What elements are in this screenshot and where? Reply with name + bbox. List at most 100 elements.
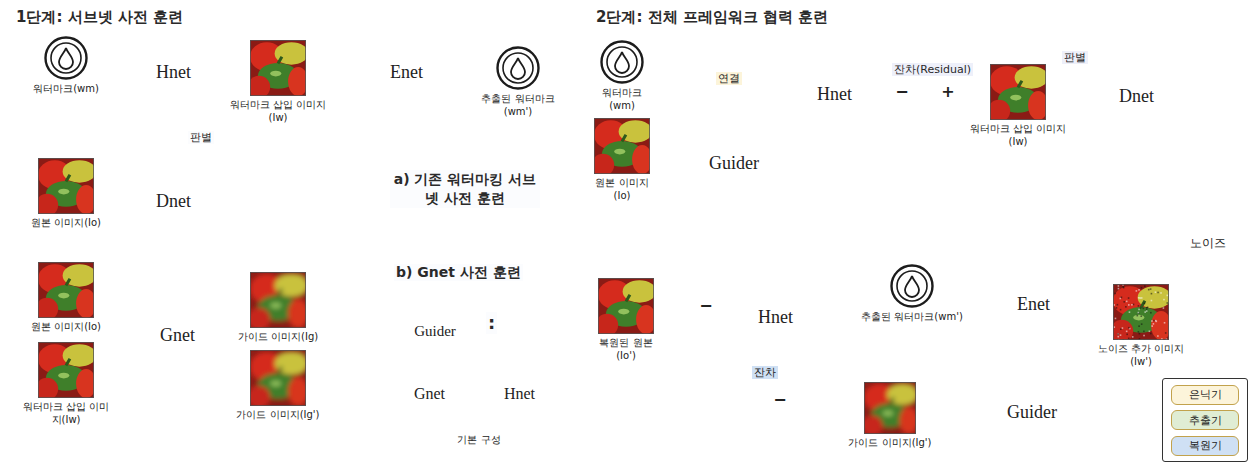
flow-arrow bbox=[654, 305, 695, 307]
layer-rect bbox=[497, 374, 543, 414]
network-label: Dnet bbox=[156, 192, 191, 212]
image-frame bbox=[864, 382, 915, 433]
pepper-shape bbox=[618, 309, 629, 315]
noise-speck bbox=[1123, 301, 1125, 303]
pepper-shape bbox=[1133, 315, 1144, 321]
noise-speck bbox=[1114, 293, 1116, 295]
pepper-image bbox=[594, 118, 650, 174]
noise-speck bbox=[1163, 299, 1165, 301]
flow-arrow bbox=[216, 377, 250, 379]
noise-speck bbox=[1138, 309, 1140, 311]
watermark-icon: 추출된 워터마크(wm') bbox=[890, 264, 934, 308]
flow-arrow bbox=[208, 67, 250, 69]
noise-speck bbox=[1141, 287, 1143, 289]
layer-rect bbox=[152, 283, 210, 383]
layer-rect bbox=[149, 44, 199, 102]
noise-speck bbox=[1155, 291, 1157, 293]
pepper-shape bbox=[990, 100, 1010, 120]
pepper-image bbox=[990, 64, 1046, 120]
legend-text: 복원기 bbox=[1189, 440, 1222, 451]
pepper-shape bbox=[1010, 95, 1021, 101]
noise-speck bbox=[1151, 320, 1153, 322]
image-tile: 가이드 이미지(Ig) bbox=[250, 272, 306, 328]
pepper-image bbox=[38, 158, 94, 214]
noise-speck bbox=[1116, 307, 1118, 309]
noise-speck bbox=[1122, 327, 1124, 329]
image-frame bbox=[38, 262, 93, 317]
operator-circle: − bbox=[695, 295, 717, 317]
trapezoid-outline bbox=[981, 379, 1072, 448]
noise-speck bbox=[1141, 297, 1143, 299]
watermark-ring bbox=[498, 48, 539, 89]
network-block: Hnet bbox=[496, 364, 552, 414]
noise-speck bbox=[1147, 306, 1149, 308]
layer-rect bbox=[152, 172, 202, 226]
watermark-drop bbox=[59, 48, 73, 69]
snowflake-icon bbox=[1148, 73, 1162, 75]
noise-speck bbox=[1117, 333, 1119, 335]
pepper-shape bbox=[76, 369, 94, 398]
image-frame bbox=[250, 40, 305, 95]
layer-rect bbox=[754, 285, 804, 345]
image-caption: 워터마크 삽입 이미지(Iw) bbox=[968, 123, 1068, 148]
pepper-shape bbox=[270, 381, 281, 387]
pepper-shape bbox=[623, 280, 654, 302]
layer-rect bbox=[503, 368, 549, 408]
pepper-image bbox=[598, 278, 654, 334]
image-tile: 워터마크 삽입 이미지(Iw) bbox=[250, 40, 306, 96]
layer-rect bbox=[158, 277, 216, 377]
pepper-shape bbox=[63, 264, 94, 286]
noise-speck bbox=[1141, 323, 1143, 325]
noise-speck bbox=[1117, 333, 1119, 335]
flow-arrow bbox=[650, 103, 948, 214]
network-block: Hnet bbox=[808, 56, 870, 124]
pepper-shape bbox=[38, 194, 58, 214]
image-frame bbox=[250, 350, 305, 405]
flow-arrow bbox=[870, 91, 891, 93]
pepper-shape bbox=[1138, 286, 1169, 308]
noise-speck bbox=[1129, 311, 1131, 313]
module-group: −Hnet추출된 워터마크(wm')Enet−가이드 이미지(Ig')Guide… bbox=[676, 236, 1098, 462]
pepper-shape bbox=[63, 344, 94, 366]
noise-speck bbox=[1126, 331, 1128, 333]
layer-rect bbox=[381, 44, 433, 102]
noise-speck bbox=[1128, 304, 1130, 306]
operator-sign: − bbox=[699, 298, 712, 314]
watermark-glyph bbox=[600, 40, 644, 84]
module-group: GnetHnet기본 구성 bbox=[394, 356, 564, 456]
flow-arrow bbox=[959, 91, 990, 93]
image-caption: 원본 이미지(Io) bbox=[590, 177, 654, 202]
network-block: Gnet bbox=[148, 276, 216, 386]
pepper-shape bbox=[883, 411, 893, 416]
network-label: Enet bbox=[390, 63, 423, 83]
noise-speck bbox=[1139, 297, 1141, 299]
image-tile: 원본 이미지(Io) bbox=[594, 118, 650, 174]
flow-arrow bbox=[88, 57, 148, 59]
pepper-shape bbox=[288, 67, 306, 96]
image-caption: 원본 이미지(Io) bbox=[31, 217, 101, 230]
label-holder: : bbox=[486, 312, 497, 334]
layer-rect bbox=[152, 41, 202, 99]
image-tile: 워터마크 삽입 이미지(Iw) bbox=[38, 342, 94, 398]
pepper-shape bbox=[250, 386, 270, 406]
image-tile: 원본 이미지(Io) bbox=[38, 262, 94, 318]
noise-speck bbox=[1146, 307, 1148, 309]
watermark-icon: 워터마크(wm) bbox=[44, 36, 88, 80]
network-label: Guider bbox=[414, 323, 456, 340]
noise-speck bbox=[1150, 333, 1152, 335]
watermark-drop bbox=[511, 58, 525, 79]
image-caption: 가이드 이미지(Ig') bbox=[848, 437, 931, 450]
noise-speck bbox=[1129, 328, 1131, 330]
layer-rect bbox=[818, 57, 870, 115]
noise-speck bbox=[1136, 290, 1138, 292]
noise-speck bbox=[1165, 332, 1167, 334]
flow-arrow bbox=[177, 102, 179, 165]
noise-speck bbox=[1131, 304, 1133, 306]
noise-speck bbox=[1128, 338, 1130, 340]
panel-border bbox=[3, 3, 575, 467]
pepper-shape bbox=[76, 289, 94, 318]
layer-rect bbox=[149, 175, 199, 229]
pepper-shape bbox=[58, 293, 69, 299]
layer-rect bbox=[407, 374, 453, 414]
